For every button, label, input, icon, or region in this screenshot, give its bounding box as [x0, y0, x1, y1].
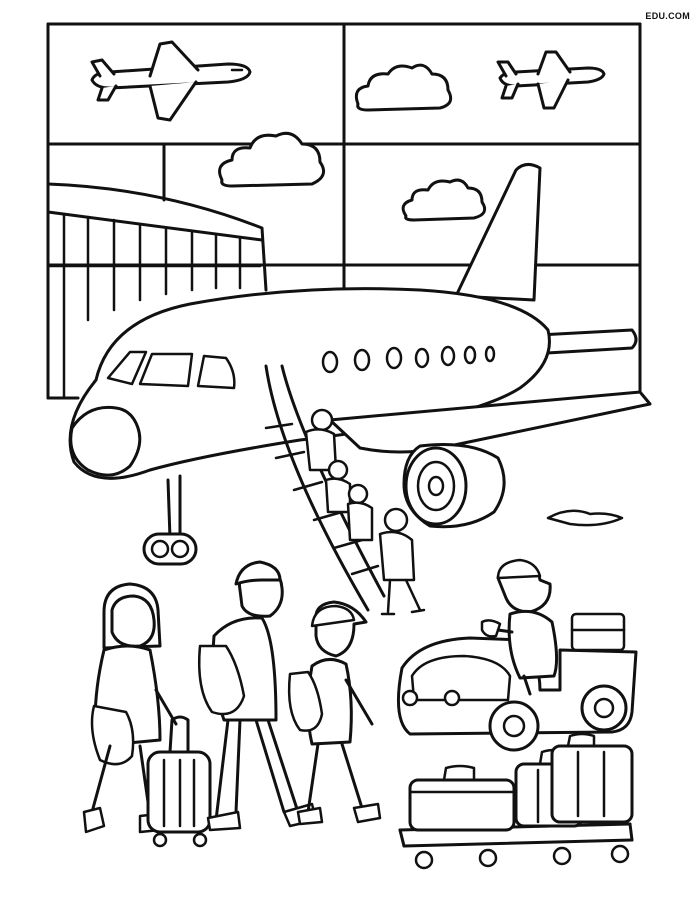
woman-passenger [82, 582, 178, 834]
cloud-icon [218, 131, 326, 188]
boy-passenger [287, 600, 382, 826]
watermark-logo: EDU.COM [645, 11, 690, 21]
terminal-building [46, 182, 268, 400]
baggage-tug [396, 612, 638, 752]
sky-airplane-small-icon [496, 50, 606, 110]
baggage-cart-icon [398, 732, 634, 870]
luggage-icon [146, 715, 212, 848]
cloud-icon [354, 63, 453, 112]
cloud-icon [401, 178, 487, 222]
tug-driver [480, 558, 559, 696]
boarding-stairs [264, 364, 426, 616]
sky-airplane-large-icon [90, 40, 252, 122]
airplane-icon [68, 163, 652, 566]
